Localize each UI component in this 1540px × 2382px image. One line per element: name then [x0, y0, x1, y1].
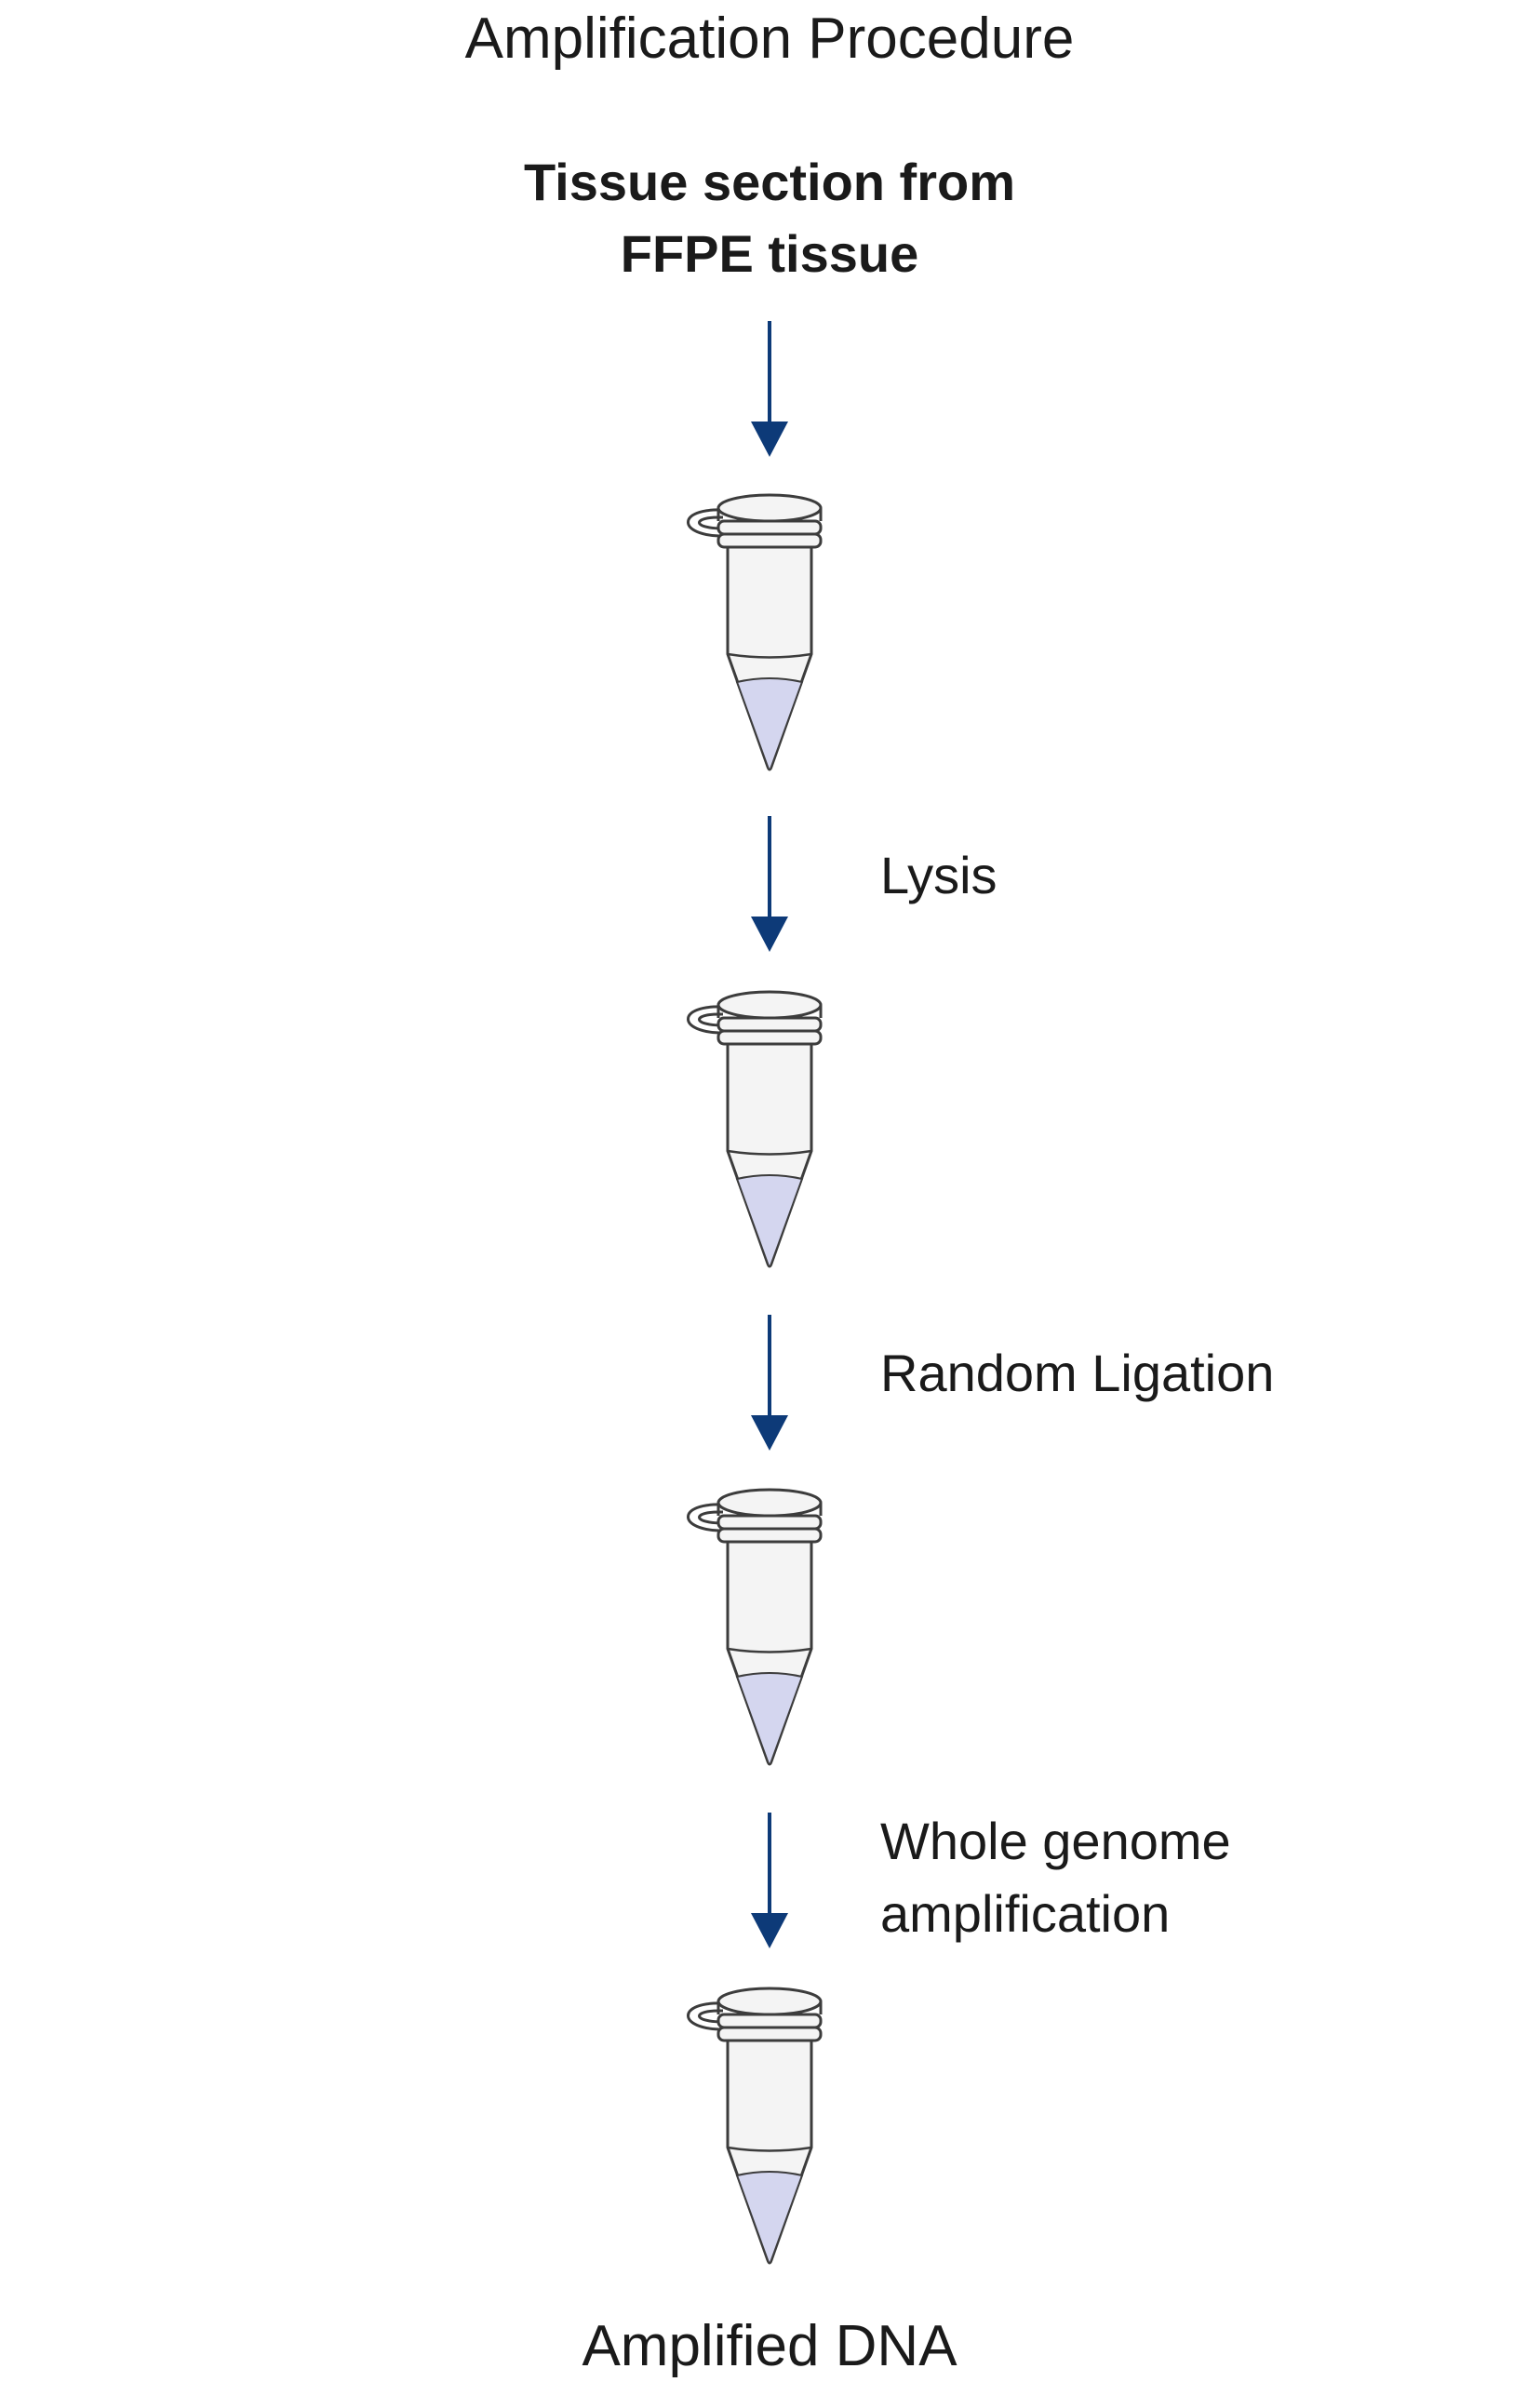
step-label-random-ligation: Random Ligation	[880, 1344, 1274, 1402]
step-label-whole-genome-line-1: Whole genome	[880, 1812, 1231, 1870]
down-arrow-icon	[749, 1811, 790, 1950]
step-label-lysis: Lysis	[880, 846, 998, 904]
down-arrow-icon	[749, 319, 790, 459]
microcentrifuge-tube-icon	[687, 1987, 823, 2265]
page-title: Amplification Procedure	[465, 7, 1075, 71]
down-arrow-icon	[749, 814, 790, 954]
microcentrifuge-tube-icon	[687, 1488, 823, 1766]
output-label: Amplified DNA	[582, 2314, 957, 2378]
step-label-whole-genome-line-2: amplification	[880, 1884, 1170, 1943]
input-label-line-1: Tissue section from	[524, 153, 1015, 211]
down-arrow-icon	[749, 1313, 790, 1452]
microcentrifuge-tube-icon	[687, 990, 823, 1268]
input-label-line-2: FFPE tissue	[621, 224, 919, 283]
microcentrifuge-tube-icon	[687, 493, 823, 771]
